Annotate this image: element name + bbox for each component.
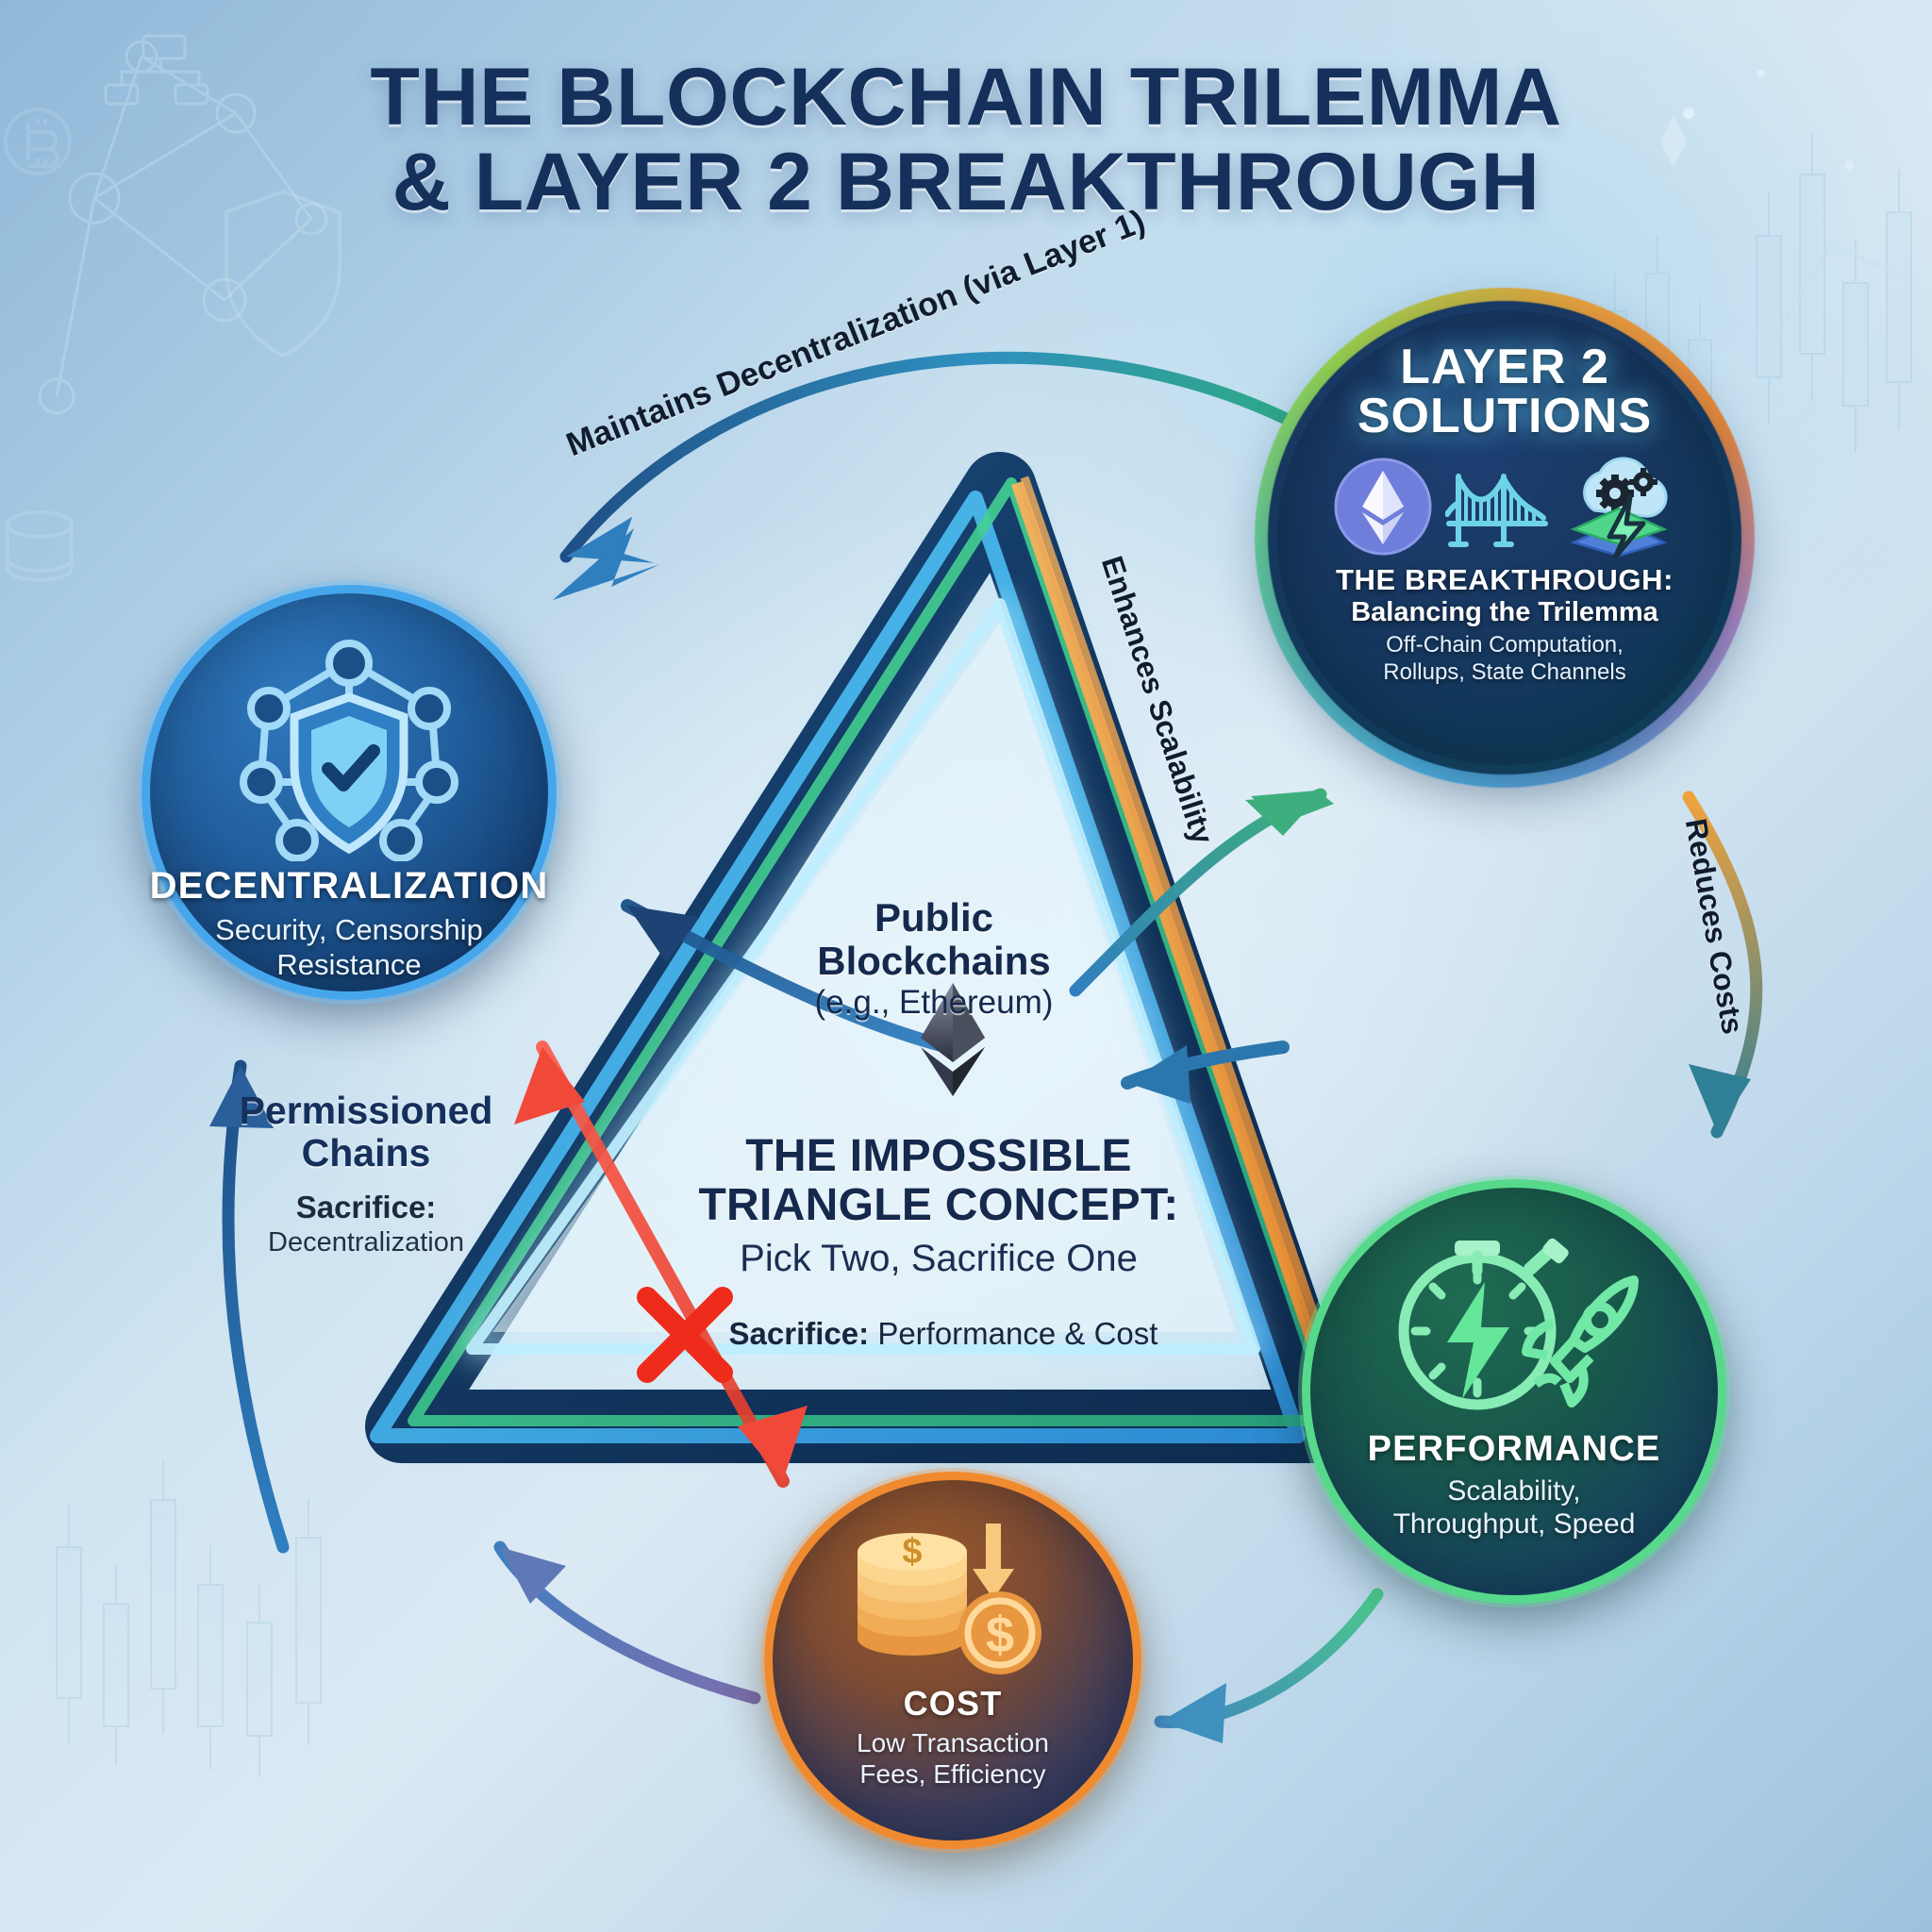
arrow-cost-to-decentralization <box>493 1541 761 1705</box>
node-layer2-solutions[interactable]: LAYER 2 SOLUTIONS <box>1269 302 1740 774</box>
node-cost-title: COST <box>903 1684 1003 1723</box>
title-line-1: THE BLOCKCHAIN TRILEMMA <box>370 52 1562 142</box>
layer2-breakthrough-label: THE BREAKTHROUGH: <box>1335 563 1674 596</box>
impossible-triangle <box>365 452 1359 1463</box>
node-performance-subtitle: Scalability, Throughput, Speed <box>1392 1475 1636 1541</box>
arrow-performance-to-cost <box>1154 1588 1384 1743</box>
concept-heading: THE IMPOSSIBLE TRIANGLE CONCEPT: <box>698 1131 1179 1230</box>
arrow-enhances-scalability <box>1069 788 1334 997</box>
node-layer2-title: LAYER 2 SOLUTIONS <box>1357 340 1653 443</box>
candlestick-chart-decoration-bottom <box>56 1460 322 1777</box>
cloud-gears-lightning-layers-icon <box>1570 457 1668 558</box>
red-x-icon <box>637 1287 733 1383</box>
coin-stack-down-arrow-icon: $ $ <box>854 1514 1052 1684</box>
arrow-public-blockchains-right <box>1121 1041 1290 1104</box>
concept-subtitle: Pick Two, Sacrifice One <box>740 1237 1138 1279</box>
node-cost[interactable]: $ $ COST Low Transaction Fees, Efficienc… <box>764 1472 1141 1849</box>
layer2-icon-row <box>1334 456 1675 558</box>
svg-text:$: $ <box>902 1532 922 1572</box>
arrow-public-blockchains-left <box>621 899 955 1054</box>
database-decoration <box>6 510 74 582</box>
shield-decoration <box>225 189 341 358</box>
sacrifice-value: Performance & Cost <box>877 1316 1158 1351</box>
arrow-permissioned-chains <box>209 1059 290 1554</box>
node-cost-subtitle: Low Transaction Fees, Efficiency <box>857 1728 1049 1790</box>
public-blockchains-example: (e.g., Ethereum) <box>814 984 1054 1022</box>
node-performance-title: PERFORMANCE <box>1367 1429 1661 1469</box>
network-shield-check-icon <box>231 639 467 861</box>
bitcoin-decoration <box>4 108 72 175</box>
public-blockchains-label: Public Blockchains (e.g., Ethereum) <box>774 895 1094 1022</box>
permissioned-chains-title: Permissioned Chains <box>239 1089 493 1175</box>
node-decentralization[interactable]: DECENTRALIZATION Security, Censorship Re… <box>142 585 557 1000</box>
public-blockchains-title: Public Blockchains <box>817 895 1051 984</box>
permissioned-chains-block: Permissioned Chains Sacrifice: Decentral… <box>215 1089 517 1258</box>
down-arrow-icon <box>973 1524 1014 1599</box>
network-graph-decoration <box>38 34 328 415</box>
layer2-breakthrough-sub: Balancing the Trilemma <box>1351 597 1658 627</box>
sacrifice-center-line: Sacrifice: Performance & Cost <box>660 1316 1226 1352</box>
arrow-sacrifice-red <box>514 1041 808 1488</box>
node-decentralization-subtitle: Security, Censorship Resistance <box>215 913 483 981</box>
node-decentralization-title: DECENTRALIZATION <box>149 865 549 907</box>
bridge-icon <box>1445 474 1548 547</box>
ethereum-diamond-icon <box>921 983 985 1096</box>
title-line-2: & LAYER 2 BREAKTHROUGH <box>391 137 1541 228</box>
arrow-reduces-costs <box>1682 791 1763 1139</box>
page-title: THE BLOCKCHAIN TRILEMMA & LAYER 2 BREAKT… <box>0 55 1932 225</box>
permissioned-sacrifice-label: Sacrifice: <box>295 1190 437 1225</box>
stopwatch-lightning-rocket-icon <box>1387 1225 1641 1429</box>
node-performance[interactable]: PERFORMANCE Scalability, Throughput, Spe… <box>1302 1179 1726 1604</box>
permissioned-sacrifice-value: Decentralization <box>268 1227 464 1258</box>
layer2-breakthrough-detail: Off-Chain Computation, Rollups, State Ch… <box>1383 632 1626 685</box>
sacrifice-label: Sacrifice: <box>728 1316 870 1351</box>
ethereum-logo-icon <box>1334 458 1432 556</box>
impossible-triangle-concept: THE IMPOSSIBLE TRIANGLE CONCEPT: Pick Tw… <box>660 1132 1217 1280</box>
svg-text:$: $ <box>986 1607 1014 1663</box>
arrow-maintains-decentralization <box>553 351 1313 600</box>
